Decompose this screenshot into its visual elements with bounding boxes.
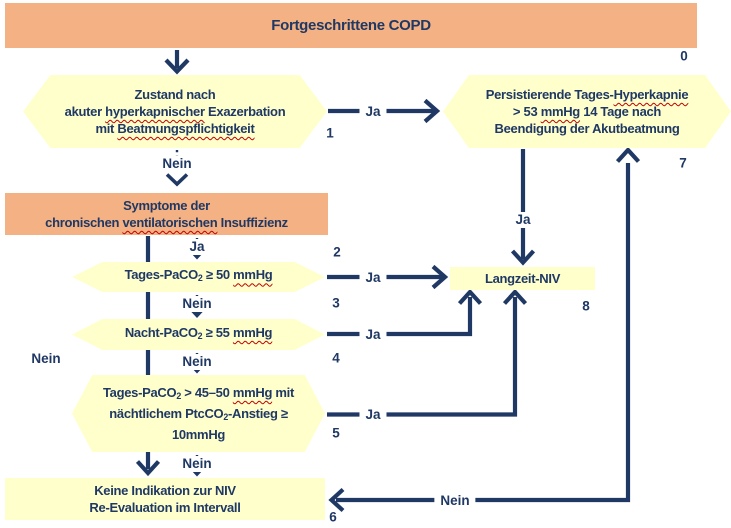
node-persistierende-hyperkapnie: Persistierende Tages-Hyperkapnie> 53 mmH…	[443, 75, 731, 148]
label-ja-nachtpaco55: Ja	[359, 327, 387, 343]
step-number-1: 1	[326, 125, 334, 141]
step-number-6: 6	[329, 509, 337, 525]
node-fortgeschrittene-copd: Fortgeschrittene COPD	[5, 3, 697, 48]
step-number-0: 0	[680, 48, 688, 64]
arrow-ja-hyperkapnie-to-langzeitniv	[510, 149, 536, 266]
label-ja-exazerbation: Ja	[359, 104, 387, 120]
step-number-4: 4	[332, 350, 340, 366]
arrowhead-into-nachtpaco55	[190, 310, 204, 318]
step-number-5: 5	[332, 425, 340, 441]
node-tages-paco2-50: Tages-PaCO2 ≥ 50 mmHg	[72, 262, 325, 292]
step-number-3: 3	[332, 295, 340, 311]
step-number-7: 7	[679, 155, 687, 171]
label-ja-tagespaco4550: Ja	[359, 407, 387, 423]
label-ja-tagespaco50: Ja	[359, 270, 387, 286]
label-ja-hyperkapnie: Ja	[509, 212, 537, 228]
arrow-copd-to-exazerbation	[164, 50, 190, 75]
label-nein-tagespaco50: Nein	[176, 296, 218, 312]
label-nein-hyperkapnie: Nein	[434, 493, 476, 509]
step-number-8: 8	[582, 298, 590, 314]
node-langzeit-niv: Langzeit-NIV	[450, 267, 595, 290]
label-nein-nachtpaco55: Nein	[176, 354, 218, 370]
step-number-2: 2	[333, 244, 341, 260]
label-nein-exazerbation: Nein	[156, 156, 198, 172]
node-nacht-paco2-55: Nacht-PaCO2 ≥ 55 mmHg	[72, 319, 325, 350]
label-nein-symptome: Nein	[25, 351, 67, 367]
arrow-ja-tagespaco4550-to-langzeitniv	[327, 288, 528, 417]
chevron-nein-into-symptome	[165, 173, 189, 187]
arrow-ja-nachtpaco55-to-langzeitniv	[327, 288, 483, 337]
label-nein-tagespaco4550: Nein	[176, 456, 218, 472]
label-ja-symptome: Ja	[183, 239, 211, 255]
arrow-nein-hyperkapnie-to-keineindikation	[328, 146, 641, 513]
